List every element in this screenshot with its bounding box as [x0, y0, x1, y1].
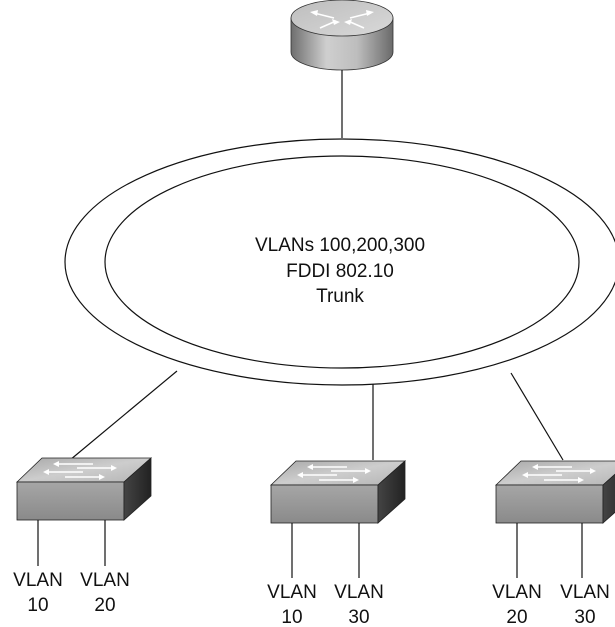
- vlan-label: VLAN: [334, 582, 384, 603]
- switch-icon: [270, 460, 406, 524]
- vlan-id: 10: [27, 595, 48, 616]
- router-icon: [290, 0, 394, 71]
- fddi-ring: [64, 138, 615, 386]
- vlan-label: VLAN: [492, 582, 542, 603]
- vlan-id: 20: [94, 595, 115, 616]
- vlan-label: VLAN: [80, 570, 130, 591]
- trunk-link-left: [69, 370, 178, 461]
- vlan-id: 30: [574, 607, 595, 627]
- vlan-id: 30: [348, 607, 369, 627]
- vlan-label: VLAN: [560, 582, 610, 603]
- ring-label-fddi: FDDI 802.10: [286, 261, 394, 282]
- ring-label-vlans: VLANs 100,200,300: [255, 235, 425, 256]
- trunk-link-right: [510, 372, 564, 461]
- ring-label-trunk: Trunk: [316, 286, 364, 307]
- switch-icon: [16, 457, 152, 521]
- vlan-id: 20: [506, 607, 527, 627]
- vlan-id: 10: [281, 607, 302, 627]
- vlan-label: VLAN: [13, 570, 63, 591]
- switch-icon: [495, 460, 615, 524]
- vlan-label: VLAN: [267, 582, 317, 603]
